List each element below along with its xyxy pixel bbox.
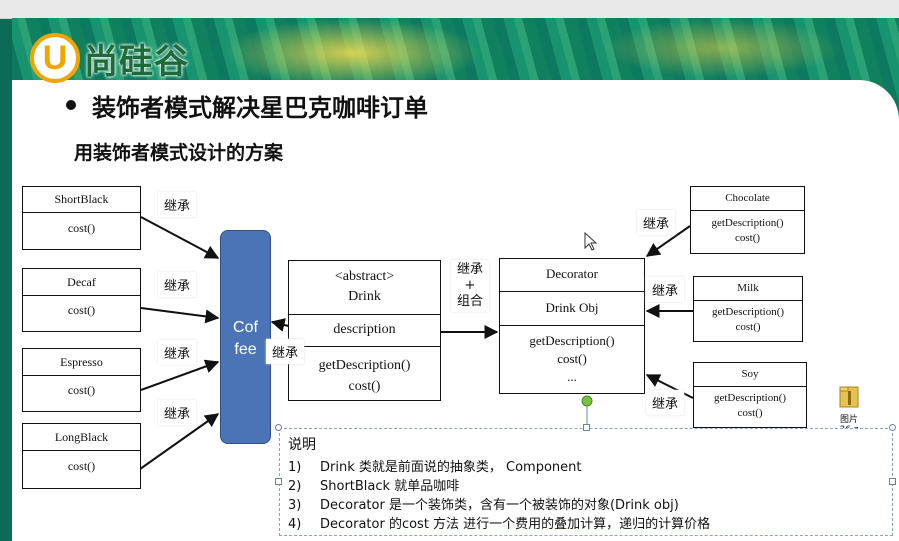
coffee-label-line2: fee: [234, 341, 257, 358]
class-method: getDescription(): [713, 392, 787, 404]
class-soy[interactable]: Soy getDescription() cost(): [693, 362, 807, 428]
class-method: cost(): [67, 303, 96, 317]
label-inherit-drink: 继承: [266, 339, 305, 364]
class-name: Espresso: [23, 349, 140, 376]
class-method: cost(): [67, 459, 96, 473]
class-milk[interactable]: Milk getDescription() cost(): [693, 276, 803, 342]
notes-item: 3)Decorator 是一个装饰类，含有一个被装饰的对象(Drink obj): [288, 498, 679, 513]
notes-item: 4)Decorator 的cost 方法 进行一个费用的叠加计算，递归的计算价格: [288, 517, 711, 532]
class-name: ShortBlack: [23, 187, 140, 213]
class-name: Decaf: [23, 269, 140, 296]
class-shortblack[interactable]: ShortBlack cost(): [22, 186, 141, 250]
title-bullet: [66, 100, 76, 110]
desktop-file[interactable]: 图片36.z: [832, 383, 866, 435]
logo: U 尚硅谷: [30, 28, 189, 88]
class-method: cost(): [734, 232, 761, 244]
resize-handle[interactable]: [275, 478, 282, 485]
class-longblack[interactable]: LongBlack cost(): [22, 423, 141, 489]
class-method: cost(): [735, 321, 761, 333]
label-inherit-milk: 继承: [646, 277, 685, 302]
zip-file-icon: [839, 386, 859, 408]
label-inherit-decaf: 继承: [158, 272, 197, 297]
class-name: Milk: [694, 277, 802, 301]
resize-handle[interactable]: [889, 478, 896, 485]
label-inherit-shortblack: 继承: [158, 192, 197, 217]
notes-item: 2)ShortBlack 就单品咖啡: [288, 479, 460, 494]
class-name: Drink: [348, 289, 381, 304]
label-inherit-longblack: 继承: [158, 400, 197, 425]
notes-item: 1)Drink 类就是前面说的抽象类， Component: [288, 460, 582, 475]
class-decaf[interactable]: Decaf cost(): [22, 268, 141, 332]
class-method: cost(): [67, 383, 96, 397]
class-method: getDescription(): [711, 306, 785, 318]
window-top-bar: [0, 0, 899, 19]
class-name: LongBlack: [23, 424, 140, 451]
logo-mark: U: [30, 33, 80, 83]
label-inherit-combine: 继承 + 组合: [451, 260, 490, 312]
label-inherit-soy: 继承: [646, 390, 685, 415]
class-drink[interactable]: <abstract> Drink description getDescript…: [288, 260, 441, 401]
mouse-cursor-icon: [584, 232, 598, 251]
class-method: cost(): [557, 351, 587, 366]
class-decorator[interactable]: Decorator Drink Obj getDescription() cos…: [499, 258, 645, 394]
class-method: cost(): [348, 379, 381, 394]
class-espresso[interactable]: Espresso cost(): [22, 348, 141, 412]
class-name: Soy: [694, 363, 806, 387]
class-chocolate[interactable]: Chocolate getDescription() cost(): [690, 186, 805, 254]
class-method: getDescription(): [529, 333, 615, 348]
class-name: Chocolate: [691, 187, 804, 211]
slide-subtitle: 用装饰者模式设计的方案: [74, 142, 284, 164]
notes-textbox[interactable]: 说明 1)Drink 类就是前面说的抽象类， Component 2)Short…: [279, 428, 893, 536]
class-method-more: ...: [567, 369, 577, 384]
notes-heading: 说明: [288, 437, 316, 453]
class-method: cost(): [737, 407, 763, 419]
resize-handle[interactable]: [583, 424, 590, 431]
class-field: description: [289, 315, 440, 347]
resize-handle[interactable]: [275, 424, 282, 431]
class-coffee[interactable]: Cof fee: [220, 230, 271, 444]
slide-title: 装饰者模式解决星巴克咖啡订单: [92, 93, 428, 122]
class-name: Decorator: [500, 259, 644, 292]
class-field: Drink Obj: [500, 292, 644, 326]
label-inherit-chocolate: 继承: [637, 210, 676, 235]
logo-text: 尚硅谷: [84, 41, 189, 82]
coffee-label-line1: Cof: [233, 319, 258, 336]
class-method: getDescription(): [318, 358, 411, 373]
label-inherit-espresso: 继承: [158, 340, 197, 365]
class-method: getDescription(): [711, 217, 784, 229]
resize-handle[interactable]: [889, 424, 896, 431]
class-method: cost(): [67, 221, 96, 235]
class-stereotype: <abstract>: [334, 269, 395, 284]
